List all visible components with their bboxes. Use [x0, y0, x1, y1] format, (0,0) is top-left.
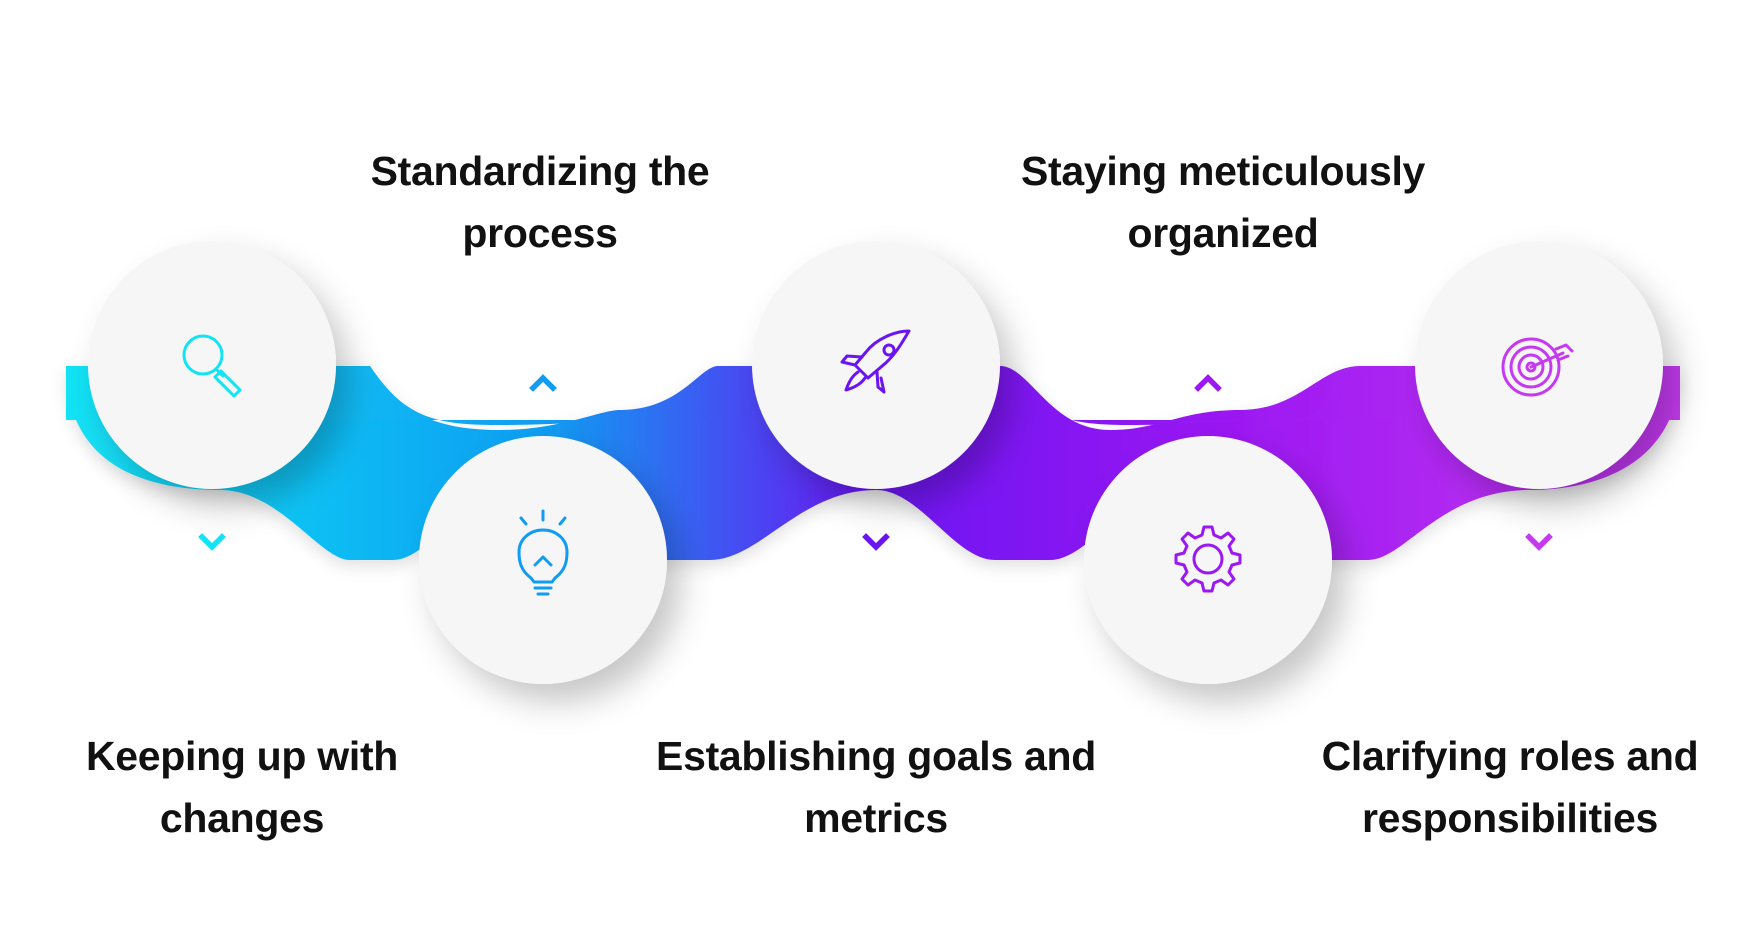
chevron-down-icon [1525, 533, 1553, 551]
step-label-5: Clarifying roles and responsibilities [1250, 725, 1748, 849]
step-label-3-line-1: Establishing goals and [656, 733, 1096, 779]
magnifier-icon [182, 334, 242, 398]
gear-icon [1174, 525, 1242, 593]
chevron-up-icon [529, 374, 557, 392]
step-circle-2 [419, 436, 667, 684]
step-circle-1 [88, 241, 336, 489]
step-label-2: Standardizing the process [280, 140, 800, 264]
rocket-icon [840, 329, 911, 394]
target-icon [1501, 337, 1574, 397]
step-label-2-line-2: process [462, 210, 618, 256]
chevron-down-icon [198, 533, 226, 551]
step-label-1-line-2: changes [159, 795, 325, 841]
step-label-5-line-1: Clarifying roles and [1321, 733, 1699, 779]
step-circle-4 [1084, 436, 1332, 684]
step-label-5-line-2: responsibilities [1362, 795, 1658, 841]
step-label-4: Staying meticulously organized [963, 140, 1483, 264]
step-label-4-line-1: Staying meticulously [1020, 148, 1426, 194]
step-label-4-line-2: organized [1127, 210, 1319, 256]
chevron-up-icon [1194, 374, 1222, 392]
step-circle-3 [752, 241, 1000, 489]
chevrons [198, 374, 1553, 551]
step-label-2-line-1: Standardizing the [370, 148, 710, 194]
chevron-down-icon [862, 533, 890, 551]
step-label-3: Establishing goals and metrics [616, 725, 1136, 849]
step-label-1-line-1: Keeping up with [85, 733, 399, 779]
lightbulb-icon [517, 509, 569, 596]
step-label-1: Keeping up with changes [0, 725, 502, 849]
step-label-3-line-2: metrics [804, 795, 948, 841]
